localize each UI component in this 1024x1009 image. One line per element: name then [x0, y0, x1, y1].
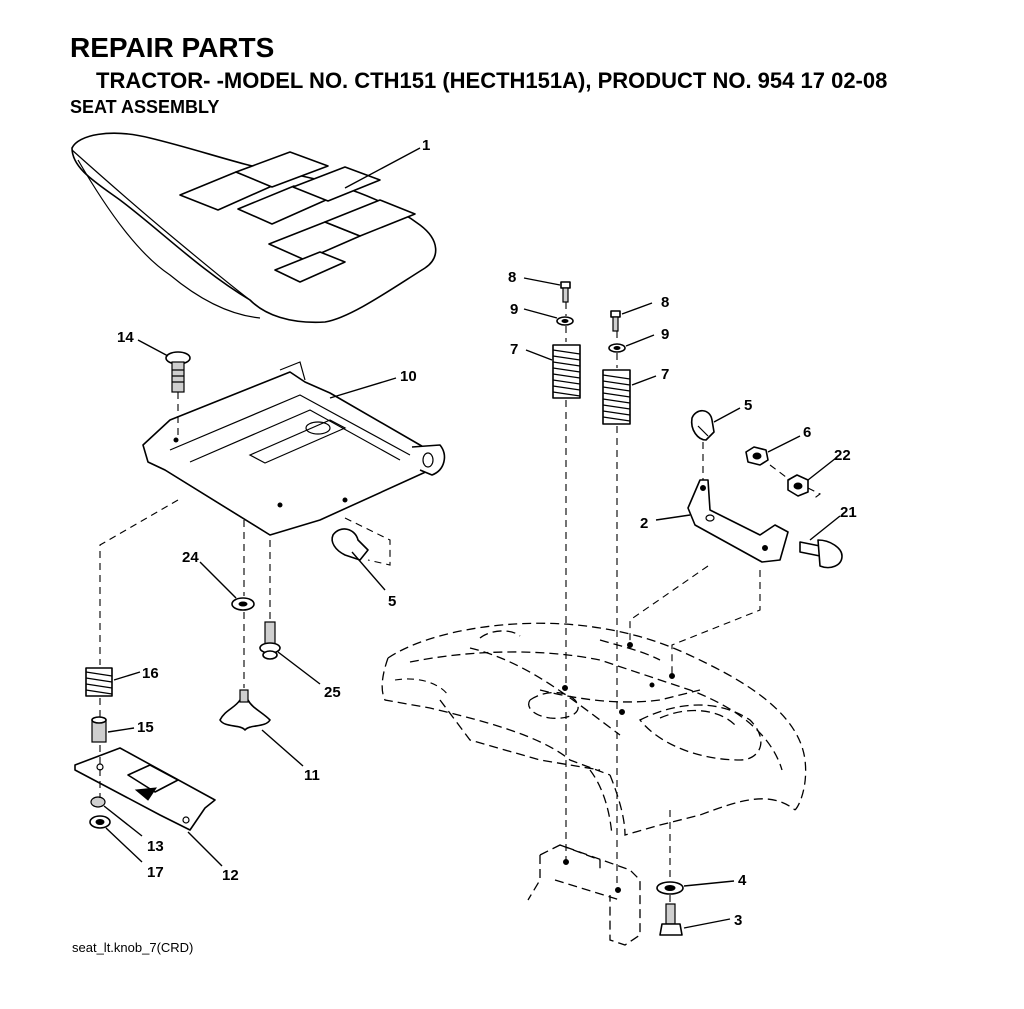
callout-8-right: 8 — [661, 294, 669, 311]
bolt-8-left — [560, 281, 571, 303]
callout-15: 15 — [137, 719, 154, 736]
callout-24: 24 — [182, 549, 199, 566]
leader-lines — [103, 147, 841, 929]
callout-9-left: 9 — [510, 301, 518, 318]
seat-pan — [142, 361, 446, 536]
nut-13 — [90, 796, 106, 808]
callout-11: 11 — [304, 767, 320, 784]
nut-6 — [745, 446, 769, 466]
callout-7-left: 7 — [510, 341, 518, 358]
spacer-15 — [91, 716, 107, 743]
callout-25: 25 — [324, 684, 341, 701]
bolt-3 — [659, 903, 683, 936]
spring-7-left — [552, 344, 581, 399]
bolt-8-right — [610, 310, 621, 332]
callout-6: 6 — [803, 424, 811, 441]
callout-5-left: 5 — [388, 593, 396, 610]
washer-nut-17 — [89, 815, 111, 829]
shoulder-bolt-21 — [799, 539, 843, 569]
seat-switch-clip-right — [690, 409, 715, 441]
seat-knob — [219, 689, 271, 731]
nut-22 — [787, 474, 809, 497]
page-title: REPAIR PARTS — [70, 32, 275, 63]
seat-switch-clip-left — [331, 517, 391, 566]
washer-9-left — [556, 316, 574, 326]
seat-spring-16 — [85, 667, 113, 697]
callout-5-right: 5 — [744, 397, 752, 414]
washer-4 — [656, 881, 684, 895]
callout-2: 2 — [640, 515, 648, 532]
lower-mount-bracket — [527, 844, 641, 946]
model-subtitle: TRACTOR- -MODEL NO. CTH151 (HECTH151A), … — [96, 68, 888, 93]
callout-4: 4 — [738, 872, 747, 889]
callout-16: 16 — [142, 665, 159, 682]
spring-7-right — [602, 369, 631, 425]
slide-bracket — [74, 747, 216, 831]
callout-21: 21 — [840, 504, 857, 521]
shoulder-bolt — [259, 621, 281, 660]
carriage-bolt — [165, 351, 191, 393]
callout-9-right: 9 — [661, 326, 669, 343]
callout-10: 10 — [400, 368, 417, 385]
seat — [71, 132, 437, 324]
callout-14: 14 — [117, 329, 134, 346]
callout-7-right: 7 — [661, 366, 669, 383]
callout-17: 17 — [147, 864, 164, 881]
section-title: SEAT ASSEMBLY — [70, 97, 220, 117]
callout-13: 13 — [147, 838, 164, 855]
callout-labels: 1 2 3 4 5 5 6 7 7 8 8 9 9 10 11 12 13 14… — [117, 137, 857, 929]
washer-24 — [231, 597, 255, 611]
assembly-lines — [99, 302, 822, 904]
callout-12: 12 — [222, 867, 239, 884]
callout-8-left: 8 — [508, 269, 516, 286]
seat-bracket — [687, 479, 789, 563]
fender-body — [381, 622, 807, 836]
callout-1: 1 — [422, 137, 430, 154]
callout-22: 22 — [834, 447, 851, 464]
washer-9-right — [608, 343, 626, 353]
callout-3: 3 — [734, 912, 742, 929]
drawing-reference: seat_lt.knob_7(CRD) — [72, 940, 194, 955]
